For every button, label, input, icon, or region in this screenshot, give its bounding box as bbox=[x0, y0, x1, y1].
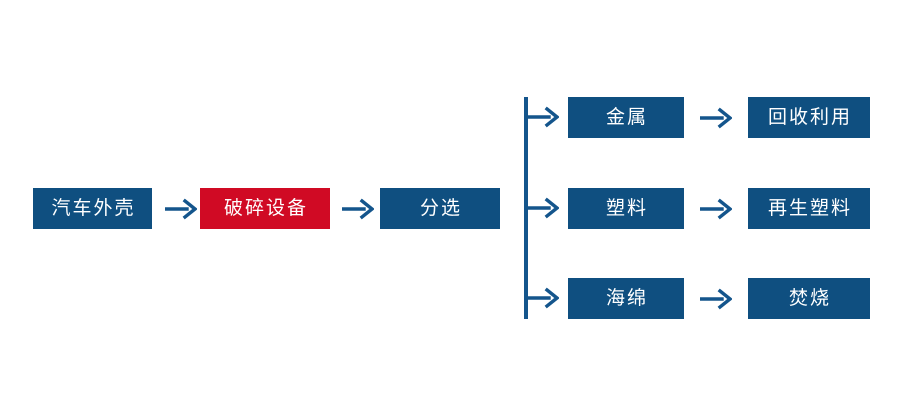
node-recycled-plastic: 再生塑料 bbox=[748, 188, 870, 229]
arrow-sorting-to-sponge bbox=[527, 287, 559, 309]
arrow-plastic-to-recycled-plastic bbox=[698, 194, 734, 224]
branch-trunk-line bbox=[524, 97, 528, 319]
node-incineration: 焚烧 bbox=[748, 278, 870, 319]
node-sponge: 海绵 bbox=[568, 278, 684, 319]
arrow-input-to-crusher bbox=[163, 194, 199, 224]
node-metal-label: 金属 bbox=[605, 107, 648, 128]
arrow-sorting-to-metal bbox=[527, 106, 559, 128]
arrow-sponge-to-incineration bbox=[698, 284, 734, 314]
node-input-car-shell-label: 汽车外壳 bbox=[51, 198, 136, 219]
arrow-crusher-to-sorting bbox=[340, 194, 376, 224]
node-metal: 金属 bbox=[568, 97, 684, 138]
node-plastic: 塑料 bbox=[568, 188, 684, 229]
node-incineration-label: 焚烧 bbox=[788, 288, 831, 309]
node-recycle-reuse: 回收利用 bbox=[748, 97, 870, 138]
node-recycled-plastic-label: 再生塑料 bbox=[767, 198, 852, 219]
node-crusher-equipment-label: 破碎设备 bbox=[223, 198, 308, 219]
node-sorting-label: 分选 bbox=[419, 198, 462, 219]
node-plastic-label: 塑料 bbox=[605, 198, 648, 219]
arrow-metal-to-recycle bbox=[698, 103, 734, 133]
node-recycle-reuse-label: 回收利用 bbox=[767, 107, 852, 128]
node-input-car-shell: 汽车外壳 bbox=[33, 188, 152, 229]
node-crusher-equipment: 破碎设备 bbox=[200, 188, 330, 229]
arrow-sorting-to-plastic bbox=[527, 197, 559, 219]
node-sponge-label: 海绵 bbox=[605, 288, 648, 309]
node-sorting: 分选 bbox=[380, 188, 500, 229]
